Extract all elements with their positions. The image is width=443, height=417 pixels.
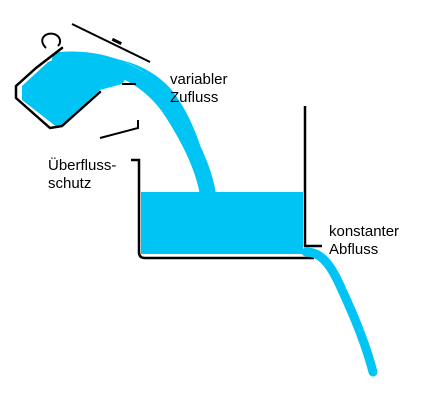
jug-outline xyxy=(14,46,102,130)
outflow-stream xyxy=(301,247,378,377)
inflow-label-line1: variabler xyxy=(170,71,228,88)
inflow-label-line2: Zufluss xyxy=(170,89,219,106)
jug-top-edge xyxy=(71,23,151,63)
tank-water xyxy=(141,192,303,254)
jug-water xyxy=(22,55,132,128)
outflow-label-line2: Abfluss xyxy=(329,241,379,258)
tank xyxy=(131,106,322,260)
outflow-label: konstanter Abfluss xyxy=(329,223,399,259)
overflow-protection-label: Überfluss- schutz xyxy=(48,157,116,193)
tank-outline xyxy=(131,158,314,260)
jug-handle xyxy=(41,32,62,49)
overflow-label-line2: schutz xyxy=(48,175,92,192)
tank-right-wall xyxy=(303,106,322,248)
jug-lid-mark xyxy=(111,37,122,45)
inflow-label: variabler Zufluss xyxy=(170,71,228,107)
outflow-label-line1: konstanter xyxy=(329,223,400,240)
pouring-jug xyxy=(14,23,151,139)
jug-bottom-edge xyxy=(99,120,139,139)
overflow-label-line1: Überfluss- xyxy=(48,157,117,174)
